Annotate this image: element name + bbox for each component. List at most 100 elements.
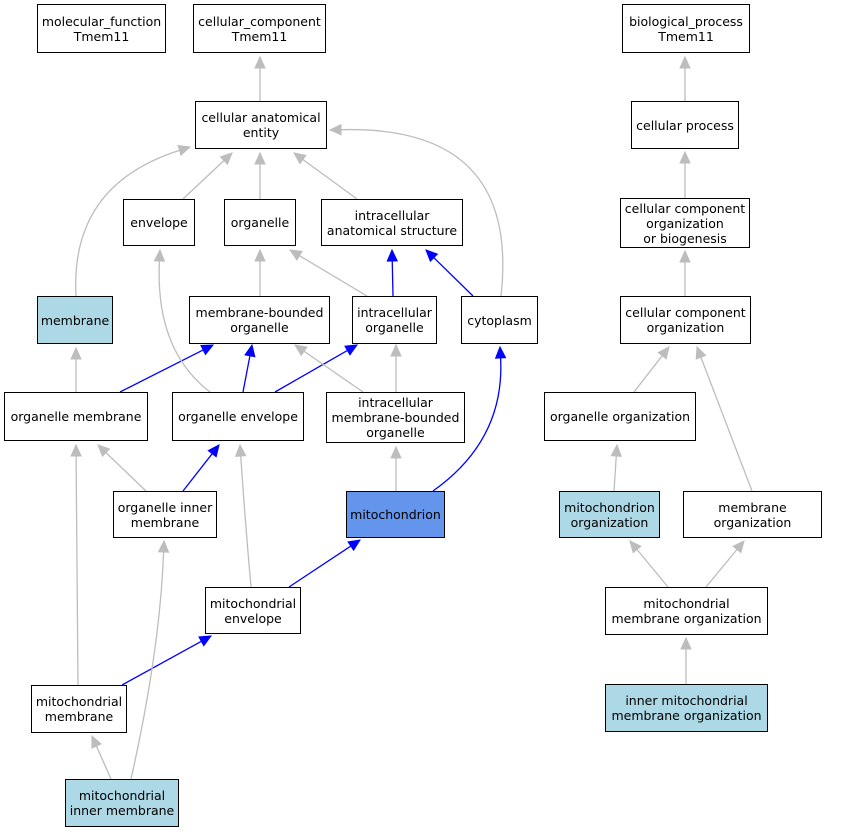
- node-organelle[interactable]: organelle: [224, 199, 296, 246]
- edge-membrane-to-cellular-anatomical-entity-line: [75, 149, 180, 297]
- edge-organelle-membrane-to-membrane: [70, 346, 82, 392]
- edge-intracellular-organelle-to-organelle: [288, 249, 368, 297]
- node-mitochondrial-envelope[interactable]: mitochondrial envelope: [205, 587, 301, 634]
- node-cellular-component[interactable]: cellular_component Tmem11: [193, 4, 326, 53]
- edge-envelope-to-cellular-anatomical-entity-arrowhead: [219, 152, 233, 166]
- edge-organelle-inner-membrane-to-organelle-envelope-arrowhead: [207, 444, 220, 458]
- edge-mitochondrial-envelope-to-mitochondrion-line: [288, 545, 352, 588]
- edge-cellular-process-to-biological-process: [679, 55, 691, 101]
- edge-envelope-to-cellular-anatomical-entity: [182, 152, 233, 200]
- node-mitochondrial-membrane-organization[interactable]: mitochondrial membrane organization: [605, 587, 768, 635]
- edge-mitochondrial-envelope-to-mitochondrion-arrowhead: [347, 539, 362, 552]
- edge-mitochondrial-envelope-to-mitochondrion: [288, 539, 362, 588]
- edge-organelle-to-cellular-anatomical-entity: [254, 151, 266, 199]
- edge-membrane-organization-to-cellular-component-organization-line: [700, 357, 753, 492]
- edge-cytoplasm-to-intracellular-anatomical-structure-arrowhead: [425, 249, 439, 263]
- edge-mitochondrial-membrane-to-mitochondrial-envelope: [121, 635, 213, 686]
- node-mitochondrial-inner-membrane[interactable]: mitochondrial inner membrane: [65, 779, 179, 827]
- edge-cytoplasm-to-intracellular-anatomical-structure-line: [433, 257, 474, 297]
- edge-mitochondrial-membrane-to-organelle-membrane: [70, 443, 82, 686]
- edge-cytoplasm-to-cellular-anatomical-entity: [328, 123, 504, 297]
- edge-cellular-component-organization-to-ccob-arrowhead: [679, 249, 691, 263]
- edge-cellular-component-organization-to-ccob: [679, 249, 691, 296]
- edge-membrane-bounded-organelle-to-organelle-arrowhead: [254, 248, 266, 262]
- edge-intracellular-mbo-to-membrane-bounded-organelle: [294, 344, 364, 393]
- edge-mitochondrial-envelope-to-organelle-envelope-arrowhead: [235, 443, 247, 457]
- edge-organelle-organization-to-cellular-component-organization-line: [633, 355, 663, 393]
- edge-mitochondrial-membrane-organization-to-mitochondrion-organization-arrowhead: [629, 540, 642, 554]
- node-mitochondrial-membrane[interactable]: mitochondrial membrane: [31, 685, 127, 733]
- edge-mitochondrial-envelope-to-organelle-envelope-line: [240, 455, 252, 588]
- edge-mitochondrial-membrane-organization-to-membrane-organization-arrowhead: [732, 540, 745, 554]
- node-mitochondrion[interactable]: mitochondrion: [346, 491, 445, 538]
- edge-mitochondrial-inner-membrane-to-organelle-inner-membrane: [130, 539, 170, 780]
- edge-intracellular-organelle-to-organelle-arrowhead: [288, 249, 303, 261]
- edge-organelle-membrane-to-membrane-arrowhead: [70, 346, 82, 360]
- node-biological-process[interactable]: biological_process Tmem11: [622, 4, 750, 53]
- edge-cytoplasm-to-intracellular-anatomical-structure: [425, 249, 474, 297]
- edge-cellular-anatomical-entity-to-cellular-component-arrowhead: [254, 55, 266, 69]
- node-membrane-organization[interactable]: membrane organization: [683, 491, 822, 538]
- node-intracellular-membrane-bounded-organelle[interactable]: intracellular membrane-bounded organelle: [326, 392, 465, 443]
- edge-intracellular-mbo-to-intracellular-organelle: [390, 343, 402, 392]
- edge-mitochondrial-inner-membrane-to-mitochondrial-membrane-arrowhead: [91, 734, 102, 749]
- node-cytoplasm[interactable]: cytoplasm: [461, 296, 538, 344]
- node-intracellular-organelle[interactable]: intracellular organelle: [352, 296, 437, 344]
- edge-mitochondrion-organization-to-organelle-organization-arrowhead: [610, 443, 623, 457]
- edge-mitochondrial-membrane-to-organelle-membrane-arrowhead: [70, 443, 82, 457]
- node-cellular-component-organization-or-biogenesis[interactable]: cellular component organization or bioge…: [620, 198, 750, 248]
- edge-organelle-membrane-to-membrane-bounded-organelle-arrowhead: [200, 344, 215, 356]
- node-organelle-membrane[interactable]: organelle membrane: [4, 392, 148, 441]
- edge-intracellular-organelle-to-intracellular-anatomical-structure-arrowhead: [386, 248, 399, 262]
- edge-intracellular-anatomical-structure-to-cellular-anatomical-entity-line: [302, 158, 358, 200]
- edge-mitochondrial-envelope-to-organelle-envelope: [235, 443, 252, 588]
- edge-mitochondrial-membrane-organization-to-membrane-organization: [705, 540, 745, 588]
- node-cellular-process[interactable]: cellular process: [631, 101, 739, 149]
- node-organelle-inner-membrane[interactable]: organelle inner membrane: [113, 491, 217, 538]
- edge-mitochondrial-membrane-to-organelle-membrane-line: [75, 455, 79, 686]
- edge-mitochondrion-to-cytoplasm-line: [432, 357, 502, 492]
- edge-mitochondrial-inner-membrane-to-mitochondrial-membrane-line: [95, 745, 112, 780]
- edge-mitochondrion-organization-to-organelle-organization-line: [613, 455, 617, 492]
- node-envelope[interactable]: envelope: [123, 199, 195, 246]
- edge-mitochondrial-membrane-organization-to-mitochondrion-organization-line: [636, 549, 669, 588]
- edge-organelle-to-cellular-anatomical-entity-arrowhead: [254, 151, 266, 165]
- node-membrane-bounded-organelle[interactable]: membrane-bounded organelle: [189, 296, 330, 344]
- node-molecular-function[interactable]: molecular_function Tmem11: [37, 4, 166, 53]
- node-cellular-component-organization[interactable]: cellular component organization: [620, 296, 751, 344]
- edge-organelle-envelope-to-intracellular-organelle-arrowhead: [344, 344, 359, 356]
- edge-intracellular-anatomical-structure-to-cellular-anatomical-entity: [293, 152, 358, 200]
- edge-intracellular-mbo-to-intracellular-organelle-arrowhead: [390, 343, 402, 357]
- node-intracellular-anatomical-structure[interactable]: intracellular anatomical structure: [321, 199, 463, 246]
- edge-organelle-membrane-to-membrane-bounded-organelle: [119, 344, 215, 393]
- edge-ccob-to-cellular-process: [679, 150, 691, 198]
- edge-intracellular-organelle-to-intracellular-anatomical-structure-line: [391, 260, 394, 297]
- edge-mitochondrial-membrane-to-mitochondrial-envelope-arrowhead: [198, 635, 213, 647]
- edge-intracellular-anatomical-structure-to-cellular-anatomical-entity-arrowhead: [293, 152, 307, 165]
- edge-envelope-to-cellular-anatomical-entity-line: [182, 160, 225, 200]
- edge-organelle-envelope-to-membrane-bounded-organelle-line: [242, 355, 251, 393]
- edge-membrane-to-cellular-anatomical-entity: [75, 144, 192, 297]
- edge-membrane-organization-to-cellular-component-organization: [695, 345, 753, 492]
- edge-inner-mitochondrial-membrane-organization-to-mitochondrial-membrane-organization: [680, 636, 692, 684]
- edge-mitochondrial-membrane-organization-to-membrane-organization-line: [705, 549, 738, 588]
- edge-membrane-bounded-organelle-to-organelle: [254, 248, 266, 296]
- node-cellular-anatomical-entity[interactable]: cellular anatomical entity: [195, 101, 327, 149]
- edge-mitochondrion-to-intracellular-mbo-arrowhead: [390, 445, 402, 459]
- edge-mitochondrion-organization-to-organelle-organization: [610, 443, 623, 492]
- edge-mitochondrion-to-cytoplasm-arrowhead: [494, 345, 507, 359]
- node-mitochondrion-organization[interactable]: mitochondrion organization: [559, 491, 660, 538]
- node-organelle-envelope[interactable]: organelle envelope: [172, 392, 304, 441]
- edge-membrane-to-cellular-anatomical-entity-arrowhead: [177, 144, 192, 156]
- edge-intracellular-organelle-to-intracellular-anatomical-structure: [386, 248, 399, 297]
- edge-intracellular-organelle-to-organelle-line: [299, 255, 368, 297]
- edge-organelle-envelope-to-membrane-bounded-organelle-arrowhead: [244, 343, 256, 358]
- edge-cytoplasm-to-cellular-anatomical-entity-arrowhead: [328, 123, 342, 136]
- node-inner-mitochondrial-membrane-organization[interactable]: inner mitochondrial membrane organizatio…: [605, 684, 768, 732]
- edge-organelle-inner-membrane-to-organelle-membrane: [97, 444, 147, 492]
- edge-organelle-organization-to-cellular-component-organization: [633, 346, 670, 393]
- edge-intracellular-mbo-to-membrane-bounded-organelle-line: [303, 350, 364, 393]
- node-organelle-organization[interactable]: organelle organization: [544, 392, 696, 441]
- node-membrane[interactable]: membrane: [37, 296, 113, 344]
